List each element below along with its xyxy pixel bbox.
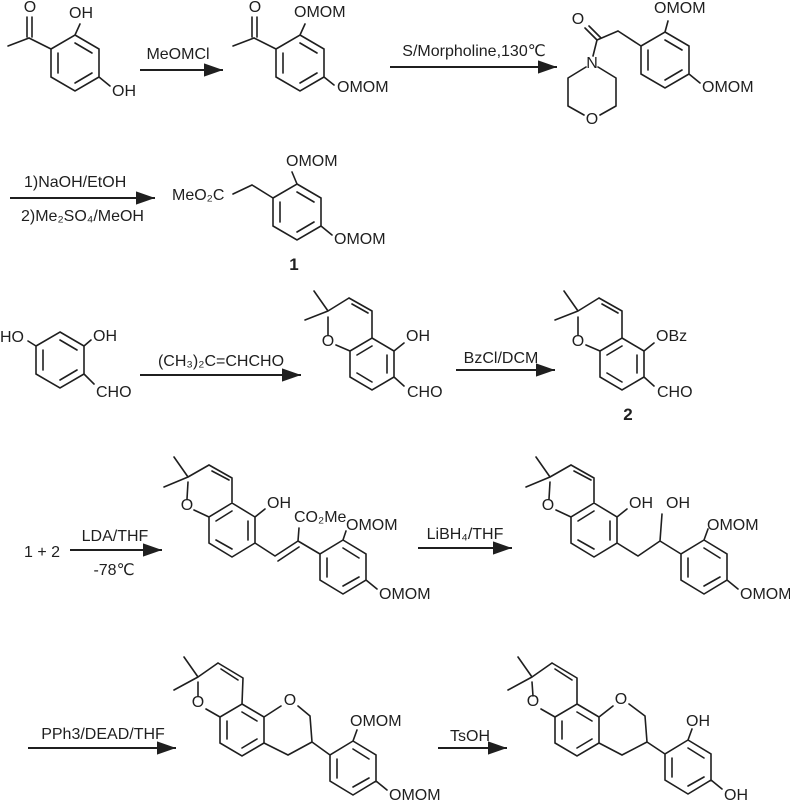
structure-dihydroxyacetophenone: O OH OH (7, 0, 136, 100)
arrow-3-reagent-step2: 2)Me₂SO₄/MeOH (21, 208, 144, 225)
alcohol-oh-label: OH (666, 495, 690, 512)
phenol-oh-label: OH (267, 495, 291, 512)
structure-momprotected-acetophenone: O OMOM OMOM (232, 0, 389, 96)
omom-bottom-label: OMOM (334, 231, 386, 248)
reaction-arrow-2: S/Morpholine,130℃ (390, 43, 557, 74)
oh-top-label: OH (686, 713, 710, 730)
oh-label: OH (93, 328, 117, 345)
arrow-3-reagent-step1: 1)NaOH/EtOH (24, 174, 126, 191)
structure-compound-2-benzoate: O OBz CHO 2 (554, 290, 693, 424)
reaction-arrow-1: MeOMCl (140, 46, 223, 77)
structure-momprotected-acetophenone-bonds (232, 16, 335, 92)
arrow-7-reagent: LiBH₄/THF (427, 526, 504, 543)
reaction-arrow-8: PPh3/DEAD/THF (28, 726, 176, 755)
structure-compound-1-bonds (232, 171, 333, 241)
amide-o-label: O (572, 11, 584, 28)
structure-chromene-ol-bonds (304, 290, 405, 391)
structure-dihydroxybenzaldehyde: HO OH CHO (0, 328, 132, 401)
structure-diol-product-bonds (525, 456, 739, 595)
chromane-o-label: O (284, 692, 296, 709)
structure-final-glabridin-bonds (507, 656, 723, 795)
structure-aldol-condensation-product: O OH CO₂Me OMOM OMOM (163, 456, 431, 603)
ester-group-label: CO₂Me (294, 509, 347, 526)
pyran-o-label: O (527, 693, 539, 710)
ketone-o-label: O (249, 0, 261, 16)
structure-morpholine-amide-bonds (567, 20, 701, 116)
pyran-o-label: O (181, 497, 193, 514)
compound-2-number: 2 (623, 405, 632, 424)
phenol-oh-label: OH (629, 495, 653, 512)
structure-final-glabridin: O O OH OH (507, 656, 748, 800)
structure-dihydroxyacetophenone-bonds (7, 16, 111, 92)
chromane-o-label: O (615, 691, 627, 708)
omom-bottom-label: OMOM (389, 787, 441, 800)
oh-bottom-label: OH (112, 83, 136, 100)
oh-bottom-label: OH (724, 787, 748, 800)
structure-aldol-product-bonds (163, 456, 378, 595)
omom-top-label: OMOM (654, 0, 706, 17)
omom-top-label: OMOM (350, 713, 402, 730)
structure-compound-2-bonds (554, 290, 655, 391)
structure-compound-1-ester: MeO₂C OMOM OMOM 1 (172, 153, 386, 274)
reaction-arrow-7: LiBH₄/THF (418, 526, 512, 555)
omom-top-label: OMOM (294, 4, 346, 21)
ho-label: HO (0, 329, 24, 346)
reaction-arrow-6: LDA/THF -78℃ (70, 528, 162, 579)
arrow-9-reagent: TsOH (450, 728, 490, 745)
cho-label: CHO (96, 384, 132, 401)
morpholine-n-label: N (586, 55, 598, 72)
ketone-o-label: O (24, 0, 36, 16)
pyran-o-label: O (192, 694, 204, 711)
pyran-o-label: O (542, 497, 554, 514)
obz-label: OBz (656, 328, 687, 345)
omom-bottom-label: OMOM (702, 79, 754, 96)
structure-chromene-ol-carbaldehyde: O OH CHO (304, 290, 443, 401)
reaction-arrow-9: TsOH (438, 728, 507, 755)
morpholine-o-label: O (586, 111, 598, 128)
reaction-arrow-5: BzCl/DCM (456, 350, 555, 377)
oh-label: OH (406, 328, 430, 345)
structure-morpholine-amide: O N O OMOM OMOM (567, 0, 754, 128)
pyran-o-label: O (322, 333, 334, 350)
arrow-8-reagent: PPh3/DEAD/THF (41, 726, 165, 743)
omom-bottom-label: OMOM (337, 79, 389, 96)
arrow-1-reagent: MeOMCl (146, 46, 209, 63)
cho-label: CHO (407, 384, 443, 401)
omom-bottom-label: OMOM (740, 586, 790, 603)
omom-top-label: OMOM (286, 153, 338, 170)
oh-top-label: OH (69, 5, 93, 22)
reaction-arrow-3: 1)NaOH/EtOH 2)Me₂SO₄/MeOH (10, 174, 155, 225)
arrow-6-reagent: LDA/THF (82, 528, 149, 545)
omom-top-label: OMOM (707, 517, 759, 534)
structure-cyclized-mom-bonds (173, 656, 388, 796)
reaction-arrow-4: (CH₃)₂C=CHCHO (140, 353, 301, 382)
omom-top-label: OMOM (346, 517, 398, 534)
ester-group-label: MeO₂C (172, 187, 224, 204)
omom-bottom-label: OMOM (379, 586, 431, 603)
arrow-2-reagent: S/Morpholine,130℃ (402, 43, 545, 60)
structure-dihydroxybenzaldehyde-bonds (27, 331, 95, 389)
arrow-6-temperature: -78℃ (93, 562, 134, 579)
structure-cyclized-momprotected-pterocarpan: O O OMOM OMOM (173, 656, 441, 800)
compound-1-number: 1 (289, 255, 298, 274)
reactants-1-plus-2: 1 + 2 (24, 544, 60, 561)
cho-label: CHO (657, 384, 693, 401)
arrow-5-reagent: BzCl/DCM (464, 350, 539, 367)
structure-diol-reduction-product: O OH OH OMOM OMOM (525, 456, 790, 603)
pyran-o-label: O (572, 333, 584, 350)
arrow-4-reagent: (CH₃)₂C=CHCHO (158, 353, 284, 370)
